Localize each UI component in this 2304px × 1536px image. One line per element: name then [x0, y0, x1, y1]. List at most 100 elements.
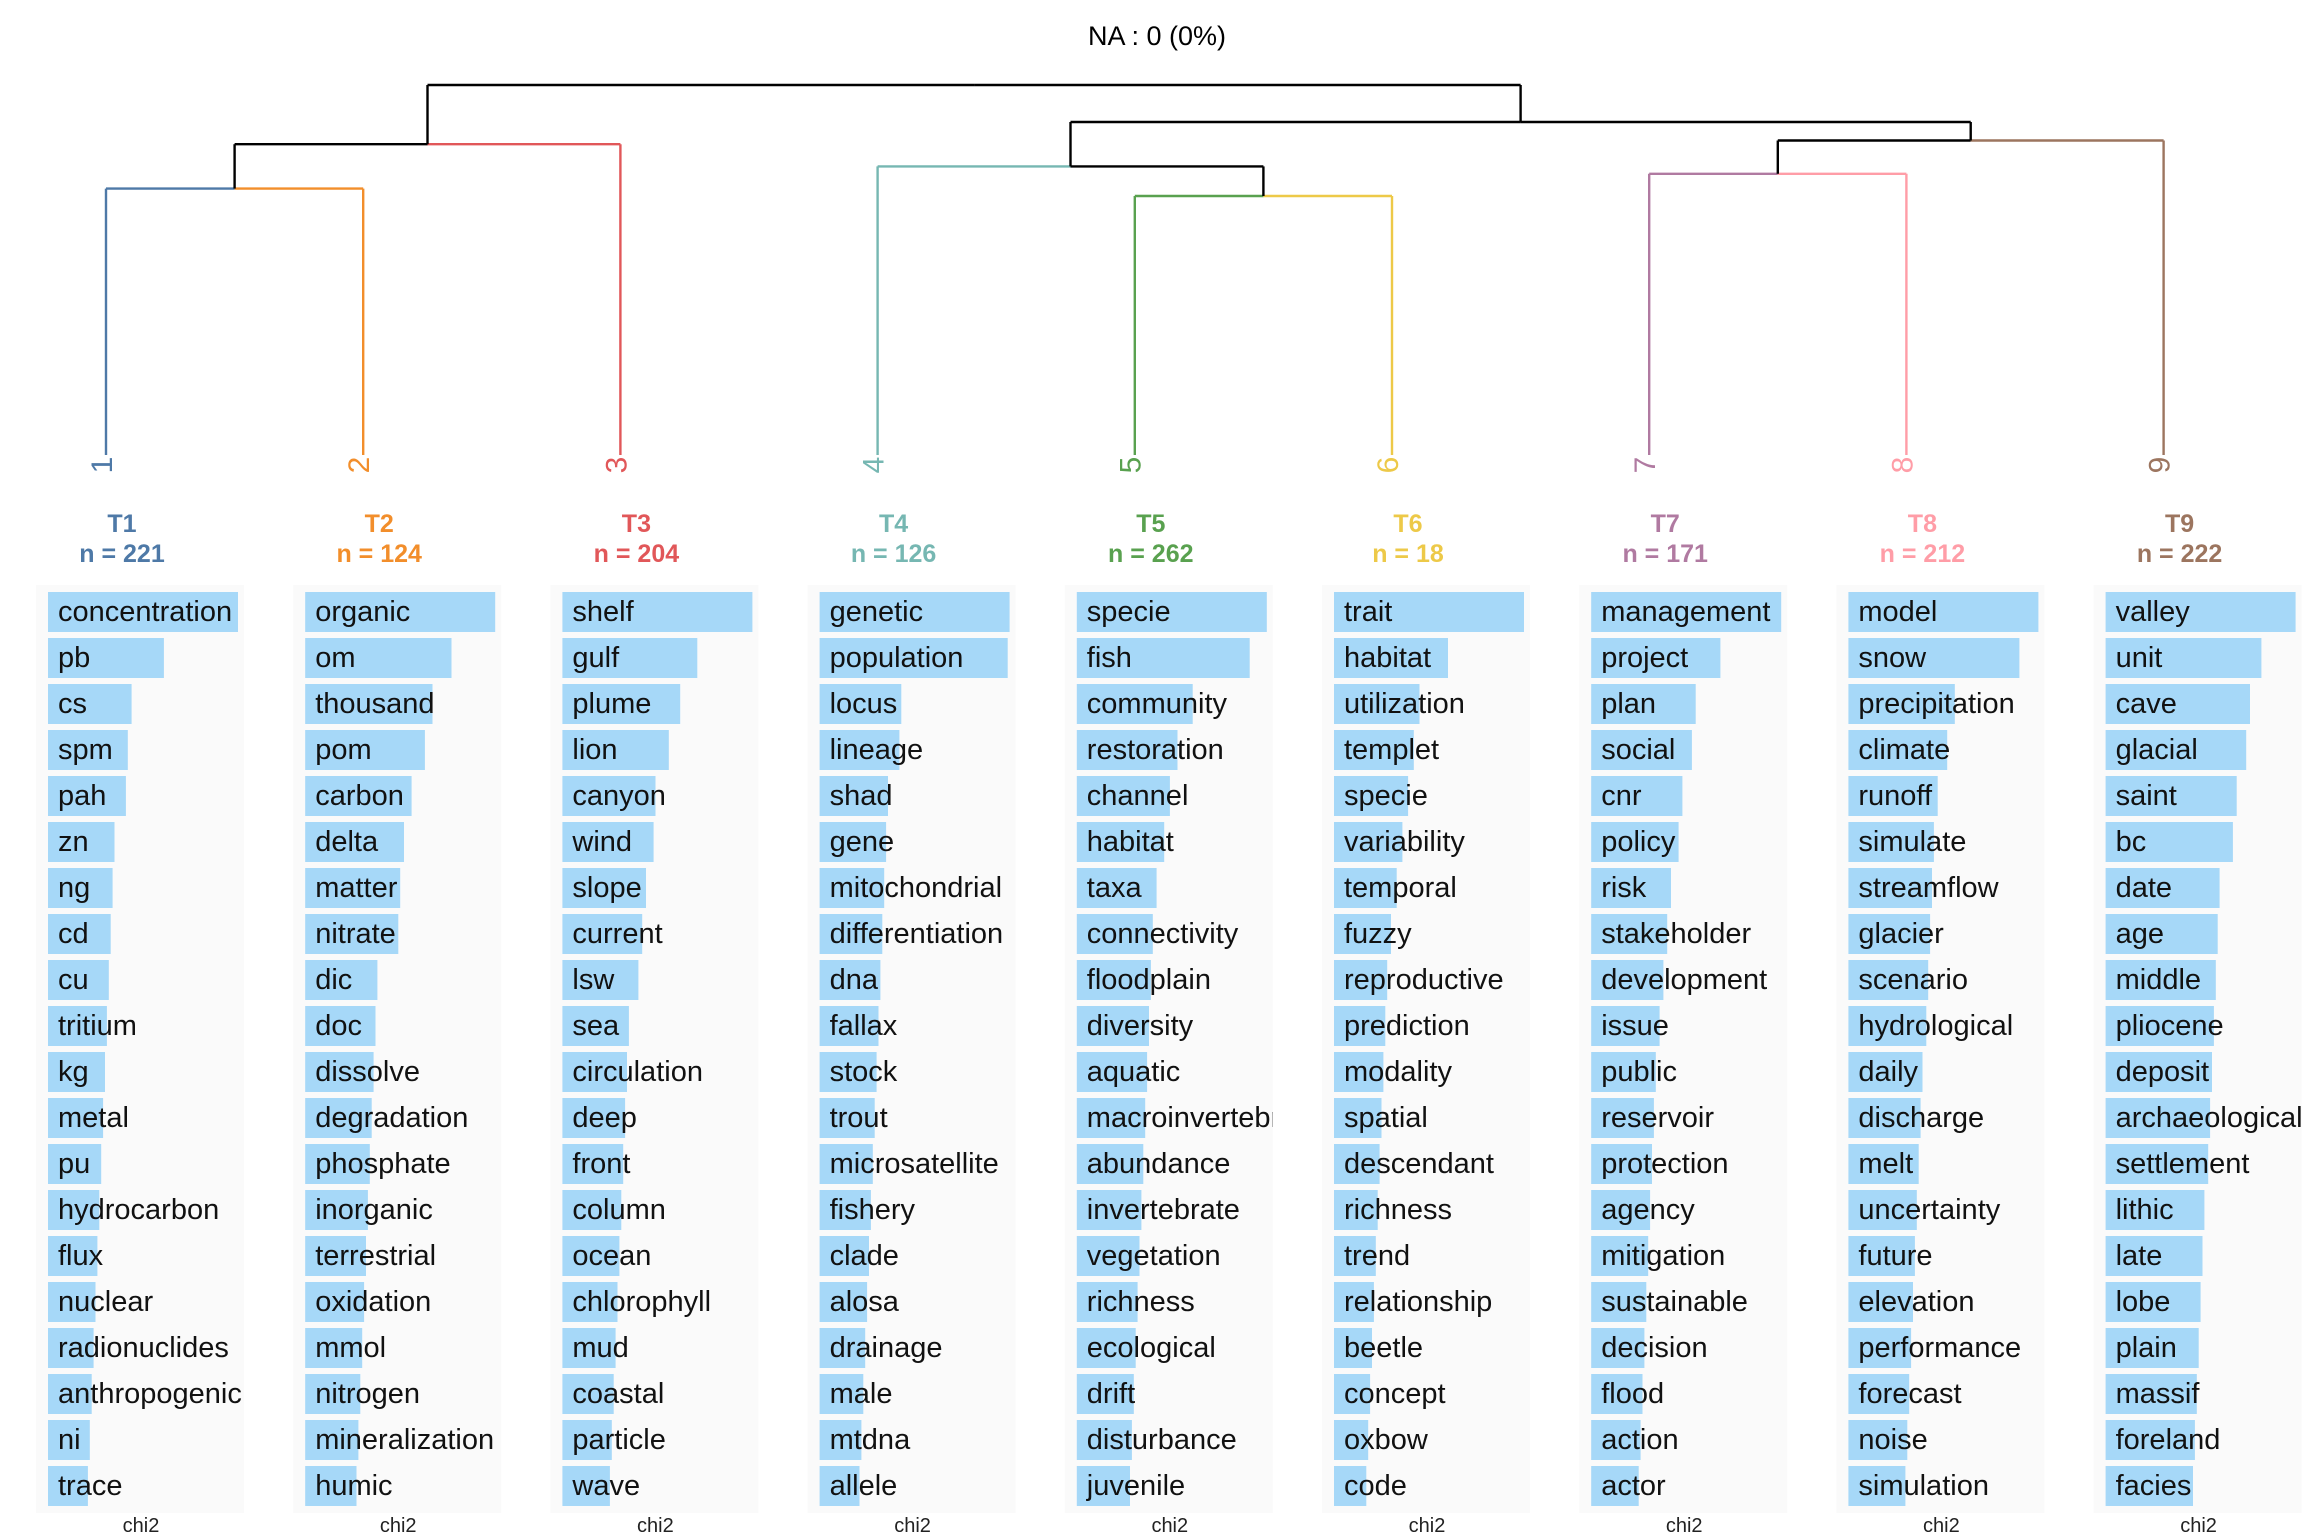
- term-label: pb: [58, 642, 90, 674]
- term-bar: [1334, 1236, 1376, 1276]
- term-bar: [819, 592, 1010, 632]
- term-label: spm: [58, 734, 113, 766]
- term-label: precipitation: [1858, 688, 2014, 720]
- term-label: shelf: [572, 596, 634, 628]
- term-label: pom: [315, 734, 371, 766]
- dendrogram-leaf-label: 6: [1372, 457, 1405, 474]
- term-bar: [305, 776, 412, 816]
- term-bar: [1591, 822, 1679, 862]
- term-label: stock: [830, 1056, 898, 1088]
- term-bar: [1334, 592, 1524, 632]
- term-bar: [1848, 730, 1948, 770]
- term-bar: [1848, 868, 1932, 908]
- term-label: particle: [572, 1424, 666, 1456]
- term-label: thousand: [315, 688, 434, 720]
- term-label: richness: [1087, 1286, 1195, 1318]
- term-bar: [1076, 638, 1250, 678]
- term-bar: [1334, 1466, 1367, 1506]
- term-bar: [305, 1466, 357, 1506]
- term-label: flood: [1601, 1378, 1664, 1410]
- term-bar: [305, 1006, 376, 1046]
- term-bar: [1848, 592, 2039, 632]
- term-bar: [48, 730, 128, 770]
- panel-background: [1579, 585, 1788, 1513]
- term-label: connectivity: [1087, 918, 1239, 950]
- term-bar: [2105, 592, 2296, 632]
- term-bar: [562, 592, 753, 632]
- term-bar: [1591, 730, 1692, 770]
- cluster-label: T2: [365, 510, 394, 538]
- term-label: disturbance: [1087, 1424, 1237, 1456]
- term-bar: [1848, 1374, 1910, 1414]
- term-bar: [1334, 1420, 1369, 1460]
- term-bar: [1591, 1328, 1645, 1368]
- term-label: mitochondrial: [830, 872, 1002, 904]
- term-label: cs: [58, 688, 87, 720]
- term-bar: [48, 1144, 102, 1184]
- chart-title: NA : 0 (0%): [1088, 21, 1226, 51]
- cluster-panel-t3: T3n = 204shelfgulfplumelioncanyonwindslo…: [550, 510, 759, 1536]
- x-axis-label: chi2: [1151, 1515, 1188, 1536]
- term-bar: [562, 684, 681, 724]
- term-bar: [1591, 1466, 1639, 1506]
- term-bar: [48, 868, 113, 908]
- term-label: facies: [2116, 1470, 2192, 1502]
- term-label: population: [830, 642, 964, 674]
- cluster-size: n = 18: [1372, 540, 1444, 568]
- term-bar: [2105, 1006, 2214, 1046]
- term-bar: [48, 1282, 96, 1322]
- term-bar: [2105, 960, 2216, 1000]
- term-label: streamflow: [1858, 872, 1999, 904]
- cluster-size: n = 126: [851, 540, 936, 568]
- term-label: wave: [571, 1470, 640, 1502]
- term-label: richness: [1344, 1194, 1452, 1226]
- term-bar: [1848, 822, 1934, 862]
- term-bar: [2105, 638, 2262, 678]
- term-label: trend: [1344, 1240, 1410, 1272]
- term-label: column: [572, 1194, 666, 1226]
- panel-bars: shelfgulfplumelioncanyonwindslopecurrent…: [562, 592, 753, 1506]
- term-label: spatial: [1344, 1102, 1428, 1134]
- term-label: scenario: [1858, 964, 1968, 996]
- cluster-size: n = 204: [594, 540, 680, 568]
- term-bar: [1334, 1098, 1382, 1138]
- term-bar: [1334, 868, 1397, 908]
- term-bar: [1848, 1098, 1921, 1138]
- term-label: templet: [1344, 734, 1439, 766]
- term-label: concentration: [58, 596, 232, 628]
- term-label: actor: [1601, 1470, 1666, 1502]
- term-bar: [562, 1006, 629, 1046]
- x-axis-label: chi2: [2180, 1515, 2217, 1536]
- term-bar: [1076, 1098, 1146, 1138]
- term-bar: [48, 776, 126, 816]
- term-bar: [1591, 1190, 1651, 1230]
- dendrogram-leaf-label: 9: [2144, 457, 2177, 474]
- term-label: modality: [1344, 1056, 1452, 1088]
- cluster-panels: T1n = 221concentrationpbcsspmpahznngcdcu…: [36, 510, 2302, 1536]
- term-label: decision: [1601, 1332, 1707, 1364]
- term-label: settlement: [2116, 1148, 2250, 1180]
- term-bar: [1334, 1144, 1380, 1184]
- term-label: daily: [1858, 1056, 1918, 1088]
- term-bar: [1334, 1006, 1386, 1046]
- term-bar: [1334, 914, 1391, 954]
- term-label: model: [1858, 596, 1937, 628]
- term-label: carbon: [315, 780, 404, 812]
- panel-background: [1064, 585, 1273, 1513]
- term-bar: [305, 1236, 366, 1276]
- term-label: climate: [1858, 734, 1950, 766]
- term-bar: [1334, 822, 1403, 862]
- term-label: runoff: [1858, 780, 1933, 812]
- cluster-label: T1: [107, 510, 136, 538]
- term-bar: [562, 868, 646, 908]
- term-label: slope: [572, 872, 641, 904]
- term-bar: [2105, 1052, 2212, 1092]
- cluster-panel-t7: T7n = 171managementprojectplansocialcnrp…: [1579, 510, 1788, 1536]
- term-label: fallax: [830, 1010, 898, 1042]
- term-label: mtdna: [830, 1424, 911, 1456]
- term-label: mud: [572, 1332, 628, 1364]
- term-label: uncertainty: [1858, 1194, 2000, 1226]
- term-label: allele: [830, 1470, 898, 1502]
- term-bar: [2105, 730, 2247, 770]
